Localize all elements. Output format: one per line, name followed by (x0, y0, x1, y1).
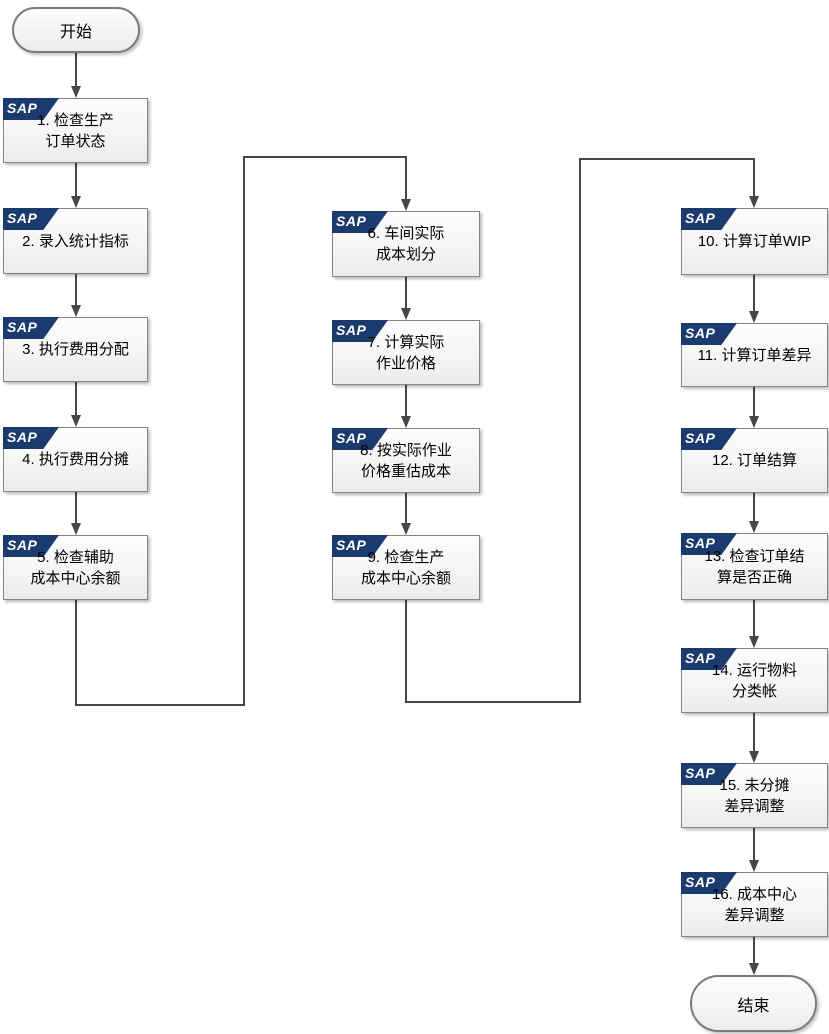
sap-logo-badge: SAP (681, 323, 737, 345)
step-label-line: 差异调整 (724, 797, 785, 815)
sap-logo-badge: SAP (3, 535, 59, 557)
step-label-line: 7. 计算实际 (367, 333, 445, 351)
step-label-line: 15. 未分摊 (719, 776, 790, 794)
step-label: 15. 未分摊差异调整 (719, 775, 789, 817)
step-label-line: 作业价格 (375, 354, 436, 372)
flow-step-12: SAP 12. 订单结算 (681, 428, 828, 493)
step-label-line: 11. 计算订单差异 (697, 346, 812, 364)
sap-logo-badge: SAP (3, 427, 59, 449)
step-label: 12. 订单结算 (712, 450, 797, 471)
step-label-line: 成本中心余额 (30, 569, 121, 587)
step-label-line: 分类帐 (731, 682, 777, 700)
sap-logo-badge: SAP (681, 648, 737, 670)
sap-logo-badge: SAP (681, 872, 737, 894)
sap-logo-badge: SAP (3, 208, 59, 230)
step-label-line: 12. 订单结算 (711, 452, 798, 469)
flow-step-10: SAP 10. 计算订单WIP (681, 208, 828, 275)
step-label-line: 算是否正确 (716, 568, 792, 586)
flow-connector (405, 158, 759, 703)
step-label-line: 16. 成本中心 (711, 885, 798, 903)
step-label-line: 成本中心余额 (360, 569, 451, 587)
flow-end-node: 结束 (690, 975, 817, 1032)
step-label-line: 2. 录入统计指标 (22, 232, 129, 250)
sap-logo-badge: SAP (3, 98, 59, 120)
step-label-line: 10. 计算订单WIP (697, 233, 812, 250)
step-label-line: 订单状态 (45, 132, 106, 150)
step-label: 16. 成本中心差异调整 (712, 884, 797, 926)
step-label-line: 14. 运行物料 (711, 661, 798, 679)
flow-start-label: 开始 (59, 24, 92, 41)
step-label: 10. 计算订单WIP (698, 231, 811, 252)
sap-logo-badge: SAP (332, 211, 388, 233)
step-label: 2. 录入统计指标 (22, 231, 129, 252)
step-label: 4. 执行费用分摊 (22, 449, 129, 470)
step-label-line: 9. 检查生产 (367, 548, 445, 566)
flow-connector (75, 156, 411, 706)
flow-step-2: SAP 2. 录入统计指标 (3, 208, 148, 274)
step-label: 6. 车间实际成本划分 (368, 223, 445, 265)
step-label: 5. 检查辅助成本中心余额 (30, 547, 120, 589)
step-label-line: 1. 检查生产 (37, 111, 114, 129)
step-label-line: 成本划分 (375, 246, 436, 263)
step-label-line: 5. 检查辅助 (37, 548, 114, 566)
flow-end-label: 结束 (737, 997, 770, 1015)
step-label-line: 价格重估成本 (360, 462, 451, 480)
step-label: 11. 计算订单差异 (698, 345, 812, 366)
sap-logo-badge: SAP (332, 428, 388, 450)
step-label-line: 3. 执行费用分配 (22, 341, 129, 358)
flow-start-node: 开始 (12, 7, 140, 53)
step-label: 14. 运行物料分类帐 (712, 660, 797, 702)
step-label: 13. 检查订单结算是否正确 (704, 546, 804, 588)
sap-logo-badge: SAP (681, 533, 737, 555)
sap-logo-badge: SAP (681, 208, 737, 230)
sap-logo-badge: SAP (681, 763, 737, 785)
step-label-line: 13. 检查订单结 (704, 547, 805, 565)
step-label: 1. 检查生产订单状态 (37, 110, 114, 152)
sap-logo-badge: SAP (681, 428, 737, 450)
step-label-line: 6. 车间实际 (367, 225, 445, 242)
step-label-line: 8. 按实际作业 (360, 441, 452, 459)
step-label: 8. 按实际作业价格重估成本 (360, 440, 452, 482)
step-label-line: 4. 执行费用分摊 (22, 451, 129, 468)
sap-logo-badge: SAP (3, 317, 59, 339)
sap-logo-badge: SAP (332, 535, 388, 557)
flow-step-3: SAP 3. 执行费用分配 (3, 317, 148, 382)
sap-logo-badge: SAP (332, 320, 388, 342)
flow-step-4: SAP 4. 执行费用分摊 (3, 427, 148, 492)
step-label-line: 差异调整 (724, 906, 785, 924)
step-label: 7. 计算实际作业价格 (368, 332, 445, 374)
step-label: 9. 检查生产成本中心余额 (361, 547, 451, 589)
step-label: 3. 执行费用分配 (22, 339, 129, 360)
